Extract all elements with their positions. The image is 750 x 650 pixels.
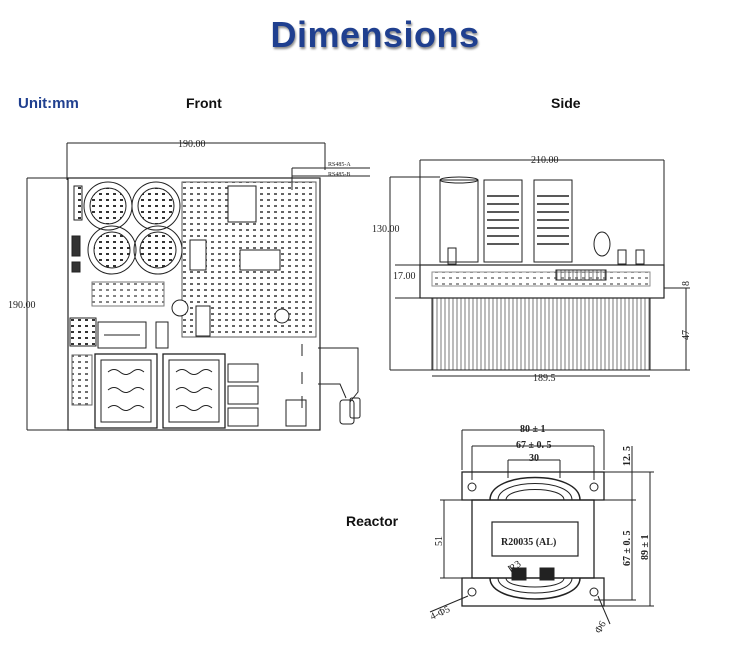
reactor-hole-left-dim: 4-Φ5 [429, 604, 452, 623]
side-view-label: Side [551, 95, 581, 111]
reactor-top-dim: 12. 5 [622, 446, 633, 466]
side-thickness-dim: 8 [681, 281, 692, 286]
reactor-radius-dim: R3 [507, 559, 523, 575]
unit-label: Unit:mm [18, 95, 79, 112]
reactor-outer-width-dim: 80 ± 1 [520, 424, 546, 435]
side-base-dim: 17.00 [393, 271, 416, 282]
front-width-dim: 190.00 [178, 139, 206, 150]
page-title: Dimensions [270, 14, 480, 55]
side-view-drawing [389, 159, 690, 377]
reactor-label-plate: R20035 (AL) [501, 537, 556, 548]
side-width-dim: 210.00 [531, 155, 559, 166]
reactor-view-label: Reactor [346, 513, 399, 529]
rs485-a-label: RS485-A [328, 162, 351, 168]
reactor-outer-height-dim: 89 ± 1 [640, 535, 651, 561]
front-view-drawing [26, 142, 370, 431]
front-height-dim: 190.00 [8, 300, 36, 311]
reactor-hole-right-dim: Φ6 [593, 619, 609, 635]
side-height-dim: 130.00 [372, 224, 400, 235]
side-fin-width-dim: 189.5 [533, 373, 556, 384]
reactor-left-height-dim: 51 [434, 536, 445, 546]
side-fin-height-dim: 47 [681, 330, 692, 340]
reactor-core-width-dim: 30 [529, 453, 539, 464]
front-view-label: Front [186, 95, 222, 111]
reactor-inner-height-dim: 67 ± 0. 5 [622, 531, 633, 567]
reactor-inner-width-dim: 67 ± 0. 5 [516, 440, 552, 451]
rs485-b-label: RS485-B [328, 172, 350, 178]
reactor-drawing [429, 429, 654, 625]
